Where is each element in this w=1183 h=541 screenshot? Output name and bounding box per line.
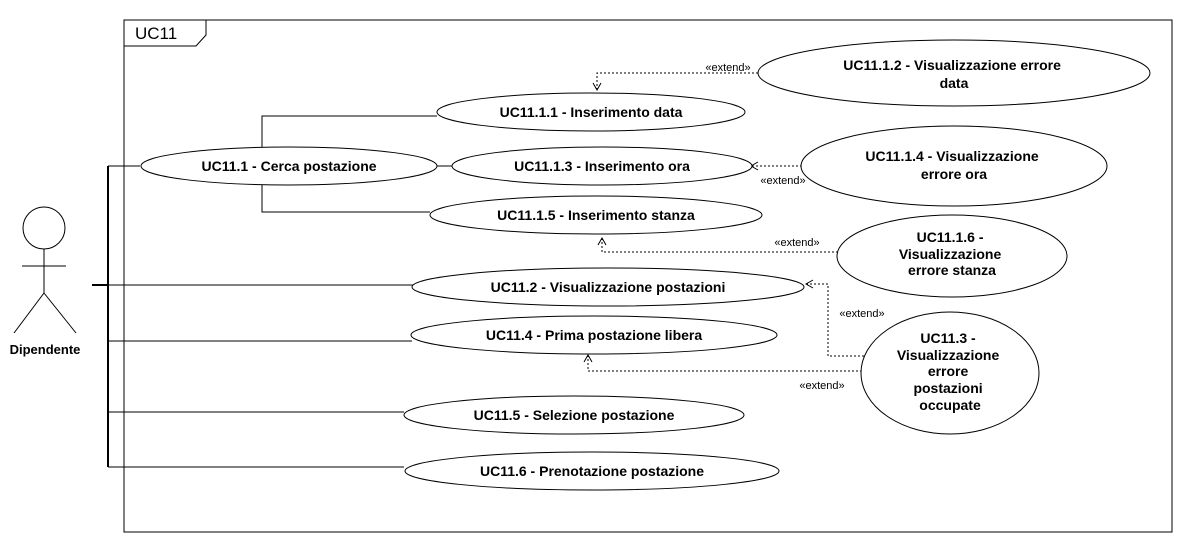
use-case-label-line: data (940, 75, 969, 91)
uc11-1-connectors (261, 115, 452, 213)
use-case-uc11-2[interactable]: UC11.2 - Visualizzazione postazioni (411, 267, 805, 307)
use-case-label-line: UC11.1.4 - Visualizzazione (865, 148, 1038, 164)
use-case-label: UC11.1.2 - Visualizzazione errore data (843, 57, 1065, 91)
connector-to-uc11-1-1 (261, 115, 437, 147)
use-case-uc11-6[interactable]: UC11.6 - Prenotazione postazione (404, 451, 780, 491)
use-case-uc11-5[interactable]: UC11.5 - Selezione postazione (403, 395, 745, 435)
use-case-label: UC11.1.6 - Visualizzazione errore stanza (899, 229, 1005, 278)
use-case-label: UC11.1.4 - Visualizzazione errore ora (865, 148, 1042, 182)
use-case-uc11-1-3[interactable]: UC11.1.3 - Inserimento ora (451, 146, 753, 186)
use-case-label-line: UC11.1.6 - (917, 229, 984, 245)
extend-label-1: «extend» (705, 62, 750, 74)
actor-head (22, 206, 66, 250)
use-case-label: UC11.1.3 - Inserimento ora (514, 158, 690, 174)
use-case-uc11-1-5[interactable]: UC11.1.5 - Inserimento stanza (429, 195, 763, 235)
use-case-label-line: errore ora (921, 166, 987, 182)
extend-label-4: «extend» (839, 308, 884, 320)
actor-right-leg (43, 292, 77, 334)
actor-name: Dipendente (10, 342, 81, 357)
extend-uc11-3-to-uc11-2 (804, 279, 868, 357)
use-case-uc11-4[interactable]: UC11.4 - Prima postazione libera (410, 315, 778, 355)
frame-tab (124, 19, 207, 47)
use-case-uc11-1-4[interactable]: UC11.1.4 - Visualizzazione errore ora (800, 125, 1108, 207)
extend-uc11-3-to-uc11-4 (583, 353, 862, 372)
use-case-label-line: occupate (919, 397, 981, 413)
use-case-label-line: Visualizzazione (897, 347, 1000, 363)
system-frame: UC11 (123, 19, 1173, 533)
use-case-label: UC11.2 - Visualizzazione postazioni (491, 279, 726, 295)
use-case-label: UC11.4 - Prima postazione libera (486, 327, 703, 343)
extend-labels: «extend» «extend» «extend» «extend» «ext… (705, 62, 884, 392)
extend-label-3: «extend» (774, 237, 819, 249)
use-case-label-line: errore stanza (908, 262, 996, 278)
use-case-uc11-1-6[interactable]: UC11.1.6 - Visualizzazione errore stanza (836, 214, 1068, 298)
use-case-label: UC11.6 - Prenotazione postazione (480, 463, 704, 479)
extend-relations (583, 72, 868, 372)
use-case-uc11-1-2[interactable]: UC11.1.2 - Visualizzazione errore data (757, 39, 1151, 107)
actor-left-leg (13, 292, 45, 334)
use-case-label-line: postazioni (913, 380, 982, 396)
extend-uc11-1-6-to-uc11-1-5 (597, 236, 838, 253)
use-case-label-line: UC11.3 - (920, 330, 976, 346)
use-case-uc11-1[interactable]: UC11.1 - Cerca postazione (140, 146, 438, 186)
extend-uc11-1-2-to-uc11-1-1 (592, 72, 758, 92)
extend-label-2: «extend» (760, 175, 805, 187)
connector-to-uc11-1-5 (261, 185, 430, 213)
use-case-uc11-3[interactable]: UC11.3 - Visualizzazione errore postazio… (860, 311, 1040, 435)
frame-title: UC11 (135, 24, 177, 43)
use-case-uc11-1-1[interactable]: UC11.1.1 - Inserimento data (436, 92, 746, 132)
use-case-label-line: UC11.1.2 - Visualizzazione errore (843, 57, 1061, 73)
actor-dipendente[interactable]: Dipendente (10, 206, 81, 357)
use-case-label-line: errore (928, 363, 969, 379)
use-case-label: UC11.5 - Selezione postazione (474, 407, 675, 423)
use-case-label: UC11.1 - Cerca postazione (201, 158, 376, 174)
use-case-label: UC11.1.5 - Inserimento stanza (497, 207, 695, 223)
extend-label-5: «extend» (799, 380, 844, 392)
use-case-label: UC11.1.1 - Inserimento data (500, 104, 683, 120)
use-case-label: UC11.3 - Visualizzazione errore postazio… (897, 330, 1003, 413)
use-case-label-line: Visualizzazione (899, 246, 1002, 262)
associations (92, 165, 413, 468)
